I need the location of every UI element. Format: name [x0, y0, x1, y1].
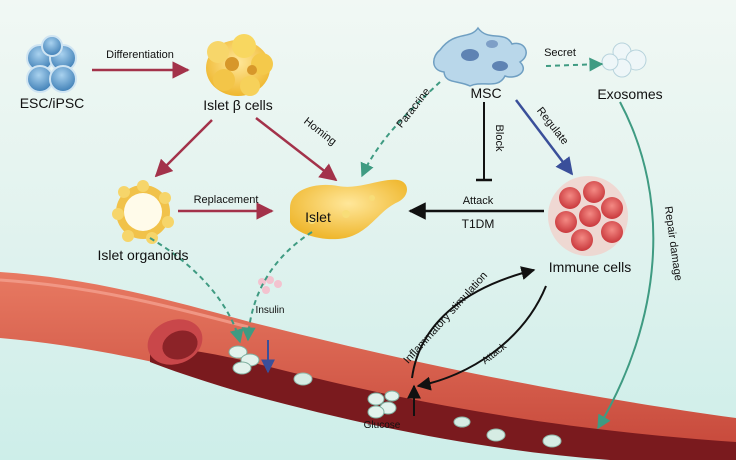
islet-organoid-icon — [112, 180, 174, 244]
inflammatory-arrow — [411, 266, 536, 379]
organoid-insulin-arrow — [149, 237, 244, 344]
glucose-label: Glucose — [364, 420, 401, 431]
secret-label: Secret — [544, 47, 576, 59]
block-label: Block — [493, 125, 505, 152]
homing-label: Homing — [301, 115, 338, 148]
replacement-label: Replacement — [194, 194, 259, 206]
homing-arrow — [255, 117, 338, 182]
immune-cells-icon — [548, 176, 628, 256]
exosomes-icon — [601, 42, 647, 78]
attack-bottom-label: Attack — [480, 341, 509, 367]
esc-ipsc-icon — [26, 35, 77, 93]
msc-label: MSC — [470, 85, 501, 101]
paracrine-arrow — [360, 81, 441, 178]
attack-down-arrow — [416, 285, 547, 391]
immune-cells-label: Immune cells — [549, 259, 631, 275]
islet-beta-cells-icon — [206, 34, 273, 96]
insulin-label: Insulin — [256, 305, 285, 316]
regulate-arrow — [515, 99, 574, 176]
repair-damage-label: Repair damage — [662, 206, 684, 282]
paracrine-label: Paracrine — [394, 86, 432, 130]
secret-arrow — [545, 57, 604, 72]
repair-damage-arrow — [597, 101, 655, 430]
exosomes-label: Exosomes — [597, 86, 662, 102]
islet-label: Islet — [305, 209, 331, 225]
regulate-label: Regulate — [534, 105, 571, 147]
islet-insulin-arrow — [241, 231, 313, 342]
inflammatory-label: Inflammatory stimulation — [401, 270, 490, 367]
islet-icon — [290, 179, 407, 240]
attack-top-label: Attack — [463, 195, 494, 207]
msc-icon — [433, 26, 527, 87]
organoid-arrow — [154, 119, 213, 178]
islet-organoids-label: Islet organoids — [97, 247, 188, 263]
t1dm-label: T1DM — [462, 217, 495, 231]
islet-beta-label: Islet β cells — [203, 97, 273, 113]
insulin-icon — [258, 276, 282, 294]
differentiation-label: Differentiation — [106, 49, 174, 61]
esc-label: ESC/iPSC — [20, 95, 85, 111]
blood-vessel — [0, 272, 736, 460]
